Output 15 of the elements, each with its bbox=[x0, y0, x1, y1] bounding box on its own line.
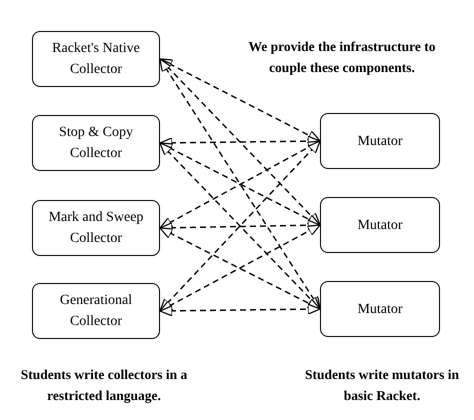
dashed-arrow bbox=[159, 304, 321, 316]
note-text: Students write mutators in basic Racket. bbox=[304, 366, 460, 405]
note-text: Students write collectors in a restricted language. bbox=[20, 366, 188, 405]
dashed-arrow bbox=[159, 220, 321, 234]
process-box: Mutator bbox=[320, 281, 440, 337]
dashed-arrow bbox=[159, 58, 321, 142]
process-box: Racket's Native Collector bbox=[32, 31, 160, 87]
dashed-arrow bbox=[159, 58, 321, 226]
process-box: Stop & Copy Collector bbox=[32, 115, 160, 171]
process-box: Mark and Sweep Collector bbox=[32, 200, 160, 256]
process-box: Mutator bbox=[320, 197, 440, 253]
note-text: We provide the infrastructure to couple these components. bbox=[248, 38, 436, 77]
process-box: Generational Collector bbox=[32, 283, 160, 339]
process-box: Mutator bbox=[320, 113, 440, 169]
dashed-arrow bbox=[159, 136, 321, 148]
